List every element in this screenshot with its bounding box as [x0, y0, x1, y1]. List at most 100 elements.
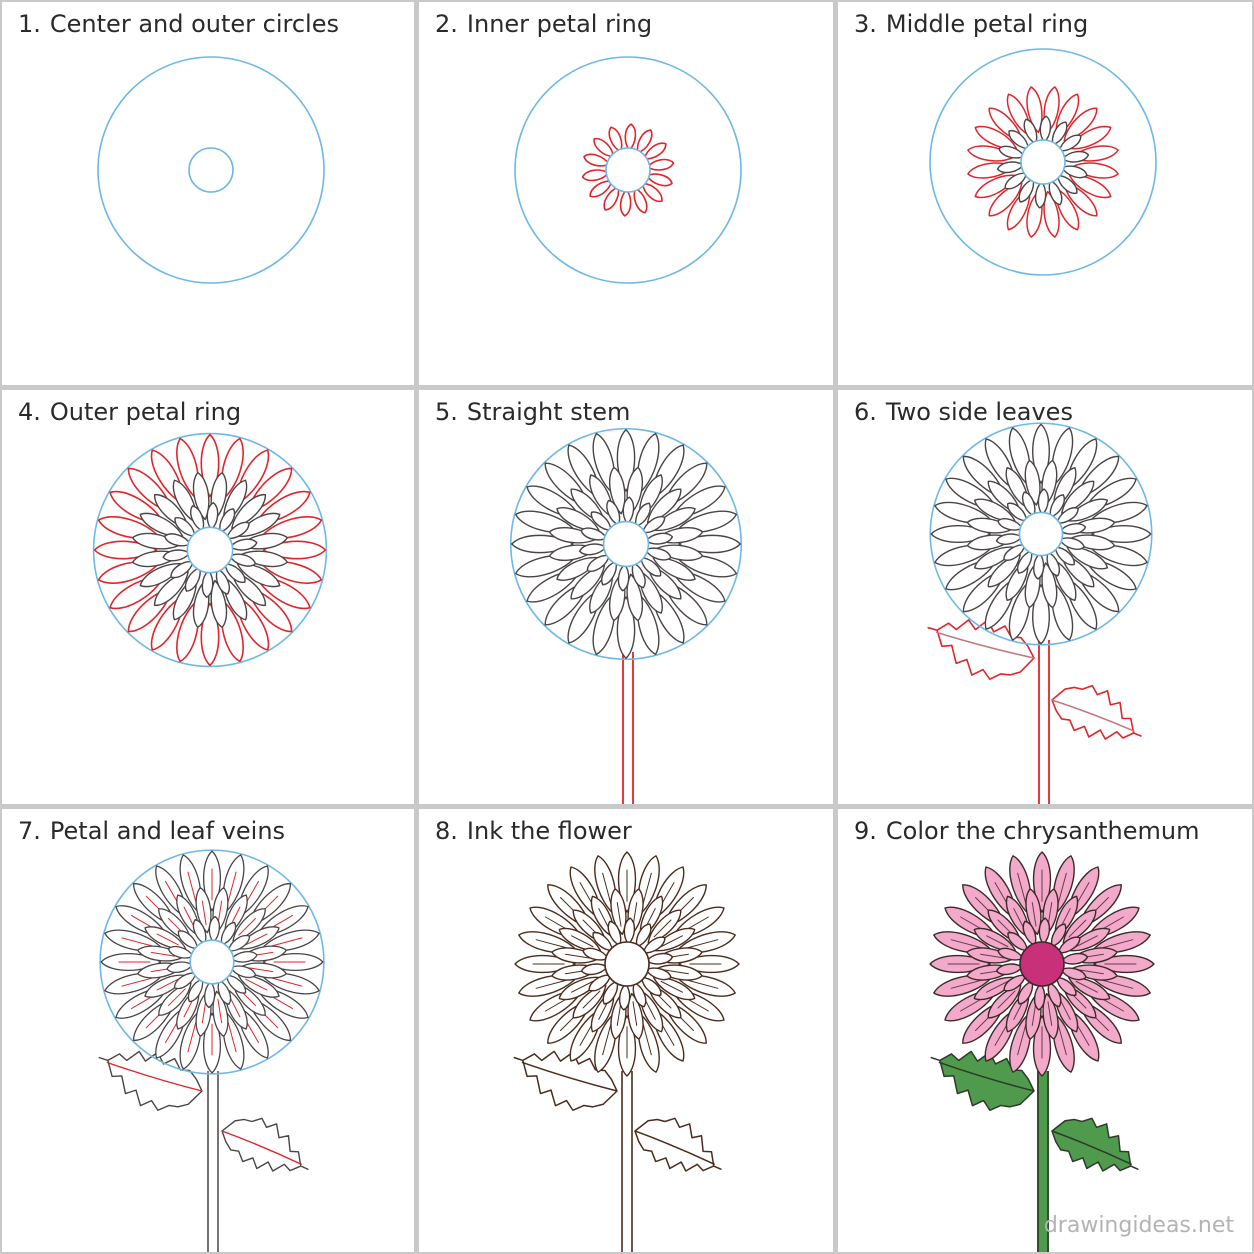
step-2-drawing: [514, 56, 742, 284]
inner-petal-ring: [578, 496, 674, 592]
inner-petal-ring-petal: [1033, 983, 1046, 1011]
outer-petal-ring-vein: [602, 1024, 612, 1056]
inner-petal-ring-petal: [1059, 523, 1087, 535]
outer-petal-ring-vein: [950, 979, 982, 989]
inner-petal-ring-petal: [578, 543, 607, 556]
step-5-title: 5.Straight stem: [435, 398, 630, 426]
middle-petal-ring-vein: [1047, 1001, 1053, 1026]
inner-petal-ring: [581, 123, 675, 217]
middle-petal-ring-vein: [616, 902, 622, 927]
step-7-panel: 7.Petal and leaf veins: [2, 809, 414, 1252]
inner-petal-ring-petal: [608, 126, 623, 153]
right-leaf: [1051, 1117, 1139, 1172]
middle-petal-ring-petal: [967, 162, 1015, 179]
middle-petal-ring-petal: [192, 471, 210, 521]
outer-petal-ring-vein: [1102, 939, 1134, 949]
inner-petal-ring-petal: [1007, 502, 1028, 522]
inner-petal-ring-petal: [586, 554, 610, 572]
flower-center-circle: [1020, 139, 1066, 185]
step-4-drawing: [92, 432, 328, 668]
outer-petal-ring-petal: [247, 587, 293, 633]
outer-petal-ring-vein: [1102, 979, 1134, 989]
outer-guide-circle: [929, 422, 1153, 646]
outer-guide-circle: [514, 56, 742, 284]
step-7-label: Petal and leaf veins: [49, 817, 286, 845]
inner-petal-ring-petal: [580, 527, 608, 541]
step-3-number: 3.: [854, 10, 877, 38]
inner-petal-ring-petal: [217, 979, 232, 1005]
inner-petal-ring-petal: [635, 502, 651, 527]
left-leaf-midrib: [521, 1061, 618, 1092]
right-leaf-outline: [221, 1117, 309, 1172]
inner-petal-ring-petal: [1021, 491, 1036, 517]
outer-petal-ring-vein: [121, 937, 153, 947]
inner-petal-ring-petal: [162, 549, 191, 562]
step-2-number: 2.: [435, 10, 458, 38]
inner-petal-ring-petal: [1061, 165, 1088, 179]
inner-petal-ring-petal: [1017, 550, 1033, 574]
left-leaf: [98, 1050, 203, 1111]
inner-petal-ring-petal: [589, 180, 613, 198]
middle-petal-ring-vein: [565, 953, 590, 959]
outer-petal-ring-vein: [121, 977, 153, 987]
inner-petal-ring-petal: [581, 169, 610, 182]
inner-petal-ring-petal: [229, 538, 258, 551]
step-3-title: 3.Middle petal ring: [854, 10, 1088, 38]
inner-petal-ring-petal: [1007, 932, 1028, 952]
inner-petal-ring-petal: [1038, 917, 1051, 945]
step-7-drawing: [98, 849, 325, 1252]
middle-petal-ring-petal: [1006, 187, 1031, 231]
step-5-label: Straight stem: [466, 398, 631, 426]
inner-petal-ring-petal: [646, 158, 675, 171]
middle-petal-ring-vein: [664, 969, 689, 975]
inner-petal-ring: [166, 915, 258, 1009]
inner-petal-ring-petal: [224, 563, 246, 583]
step-6-title: 6.Two side leaves: [854, 398, 1073, 426]
inner-petal-ring-petal: [633, 187, 648, 214]
inner-petal-ring-petal: [1003, 544, 1026, 561]
inner-petal-ring-petal: [601, 561, 617, 586]
right-leaf-midrib: [634, 1130, 716, 1166]
inner-petal-ring-petal: [215, 568, 230, 595]
inner-petal-ring-petal: [1017, 980, 1034, 1005]
middle-petal-ring-vein: [632, 1001, 638, 1026]
step-2-title: 2.Inner petal ring: [435, 10, 652, 38]
inner-petal-ring-petal: [1057, 936, 1081, 954]
inner-petal-ring-petal: [641, 182, 663, 203]
outer-petal-ring-vein: [687, 939, 719, 949]
inner-petal-ring-petal: [602, 980, 619, 1005]
middle-petal-ring-vein: [238, 917, 257, 936]
step-8-drawing: [513, 851, 740, 1252]
inner-petal-ring-petal: [606, 499, 621, 526]
inner-petal-ring-petal: [170, 560, 194, 579]
middle-petal-ring-vein: [986, 980, 1009, 993]
middle-petal-ring-petal: [210, 579, 228, 629]
inner-petal-ring-petal: [642, 516, 666, 534]
inner-petal-ring-petal: [582, 947, 609, 961]
inner-petal-ring-petal: [166, 961, 194, 973]
middle-petal-ring-vein: [1031, 902, 1037, 927]
middle-petal-ring-petal: [1026, 86, 1043, 134]
inner-petal-ring-petal: [1056, 507, 1079, 524]
center-guide-circle: [188, 147, 234, 193]
inner-petal-ring-petal: [642, 936, 666, 954]
inner-petal-ring-petal: [225, 974, 247, 994]
left-leaf: [513, 1050, 618, 1112]
inner-petal-ring-petal: [645, 532, 674, 545]
inner-petal-ring: [995, 917, 1089, 1011]
step-1-panel: 1.Center and outer circles: [2, 2, 414, 385]
inner-petal-ring-petal: [997, 518, 1023, 531]
left-leaf-outline: [930, 1050, 1035, 1112]
middle-petal-ring-vein: [1068, 919, 1087, 938]
inner-petal-ring-petal: [1008, 130, 1029, 150]
right-leaf-outline: [634, 1117, 722, 1172]
step-7-title: 7.Petal and leaf veins: [18, 817, 285, 845]
middle-petal-ring-petal: [1071, 145, 1119, 162]
inner-petal-ring-petal: [220, 921, 237, 946]
left-leaf-outline: [513, 1050, 618, 1112]
step-4-panel: 4.Outer petal ring: [2, 390, 414, 804]
left-leaf-outline: [98, 1050, 203, 1111]
inner-petal-ring-petal: [190, 505, 205, 532]
inner-petal-ring-petal: [1050, 923, 1067, 948]
left-leaf-midrib: [106, 1061, 203, 1092]
